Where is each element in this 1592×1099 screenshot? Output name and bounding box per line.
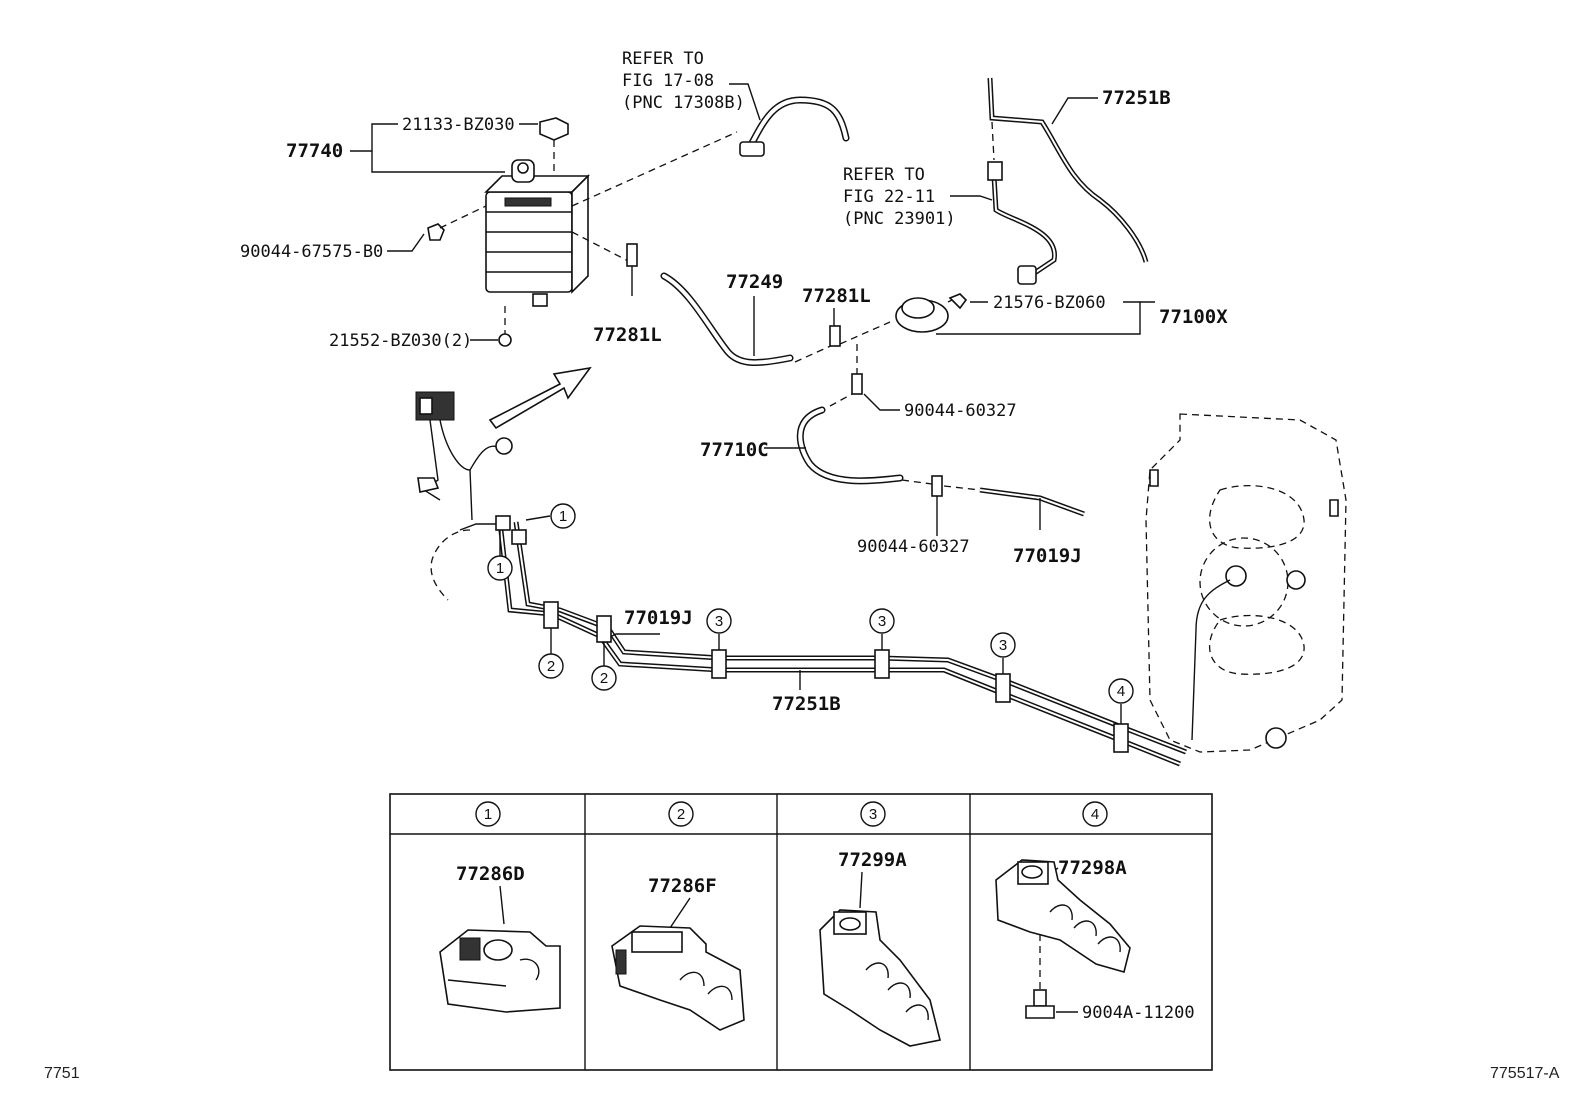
canister-cap[interactable] [539,117,569,176]
hose-77249[interactable] [660,272,794,367]
callout-1-lower: 1 [487,555,513,581]
svg-text:4: 4 [1091,806,1099,823]
label-77019j-main: 77019J [624,607,693,629]
hose-77710c[interactable] [796,406,904,485]
svg-text:3: 3 [878,613,886,630]
label-21576-bz060: 21576-BZ060 [993,293,1106,313]
clamp-type3-c[interactable] [995,673,1011,703]
label-21552-bz030: 21552-BZ030(2) [329,331,472,351]
callout-3-c: 3 [990,632,1016,658]
callout-3-b: 3 [869,608,895,634]
svg-text:1: 1 [496,560,504,577]
svg-text:3: 3 [869,806,877,823]
clip-90044-67575[interactable] [427,205,487,241]
label-77249: 77249 [726,271,783,293]
clamp-legend-table: 1 2 3 4 77286D 77286F 77299A [389,793,1213,1071]
ref-fig-17-08-line3: (PNC 17308B) [622,93,745,113]
table-part-77286f: 77286F [648,875,717,897]
pipe-77251b-top[interactable] [987,77,1149,263]
clamp-77281l-right[interactable] [829,308,841,347]
fuel-filler-assembly[interactable] [415,391,513,601]
svg-text:1: 1 [559,508,567,525]
clip-77299a[interactable] [819,909,941,1047]
ref-fig-22-11-line3: (PNC 23901) [843,209,956,229]
table-header-2: 2 [668,801,694,827]
callout-1-upper: 1 [550,503,576,529]
table-header-3: 3 [860,801,886,827]
clamp-type2-b[interactable] [596,615,612,643]
pipe-77019j-main[interactable] [513,521,1187,755]
clip-77298a[interactable] [995,859,1131,990]
table-part-77286d: 77286D [456,863,525,885]
clamp-90044-60327-lower[interactable] [931,475,943,536]
callout-2-right: 2 [591,665,617,691]
label-77019j-upper: 77019J [1013,545,1082,567]
callout-3-a: 3 [706,608,732,634]
clamp-77281l-left[interactable] [626,243,638,296]
table-part-77299a: 77299A [838,849,907,871]
label-77281l-right: 77281L [802,285,871,307]
svg-text:4: 4 [1117,683,1125,700]
fuel-tank[interactable] [1145,413,1347,753]
label-90044-60327-upper: 90044-60327 [904,401,1017,421]
charcoal-canister[interactable] [484,159,590,307]
clamp-type1-a[interactable] [495,515,511,531]
ref-fig-22-11-line1: REFER TO [843,165,925,185]
label-77740: 77740 [286,140,343,162]
clip-77286f[interactable] [611,925,745,1031]
pipe-fig-22-11[interactable] [987,161,1057,285]
clamp-type4[interactable] [1113,723,1129,753]
table-header-4: 4 [1082,801,1108,827]
clamp-type3-b[interactable] [874,649,890,679]
svg-text:3: 3 [715,613,723,630]
svg-text:3: 3 [999,637,1007,654]
label-77281l-left: 77281L [593,324,662,346]
label-90044-60327-lower: 90044-60327 [857,537,970,557]
valve-77100x[interactable] [895,293,968,333]
svg-text:1: 1 [484,806,492,823]
clamp-type1-b[interactable] [511,529,527,545]
pipe-77019j-upper[interactable] [979,487,1085,517]
label-90044-67575-b0: 90044-67575-B0 [240,242,383,262]
footer-figure-code: 7751 [44,1065,80,1082]
svg-text:2: 2 [600,670,608,687]
ref-fig-22-11-line2: FIG 22-11 [843,187,935,207]
label-77710c: 77710C [700,439,769,461]
table-part-77298a: 77298A [1058,857,1127,879]
label-9004a-11200: 9004A-11200 [1082,1003,1195,1023]
ref-fig-17-08-line2: FIG 17-08 [622,71,714,91]
forward-arrow-icon [488,366,592,430]
nut-21552[interactable] [498,306,512,347]
clamp-90044-60327-upper[interactable] [851,344,863,395]
clamp-type3-a[interactable] [711,649,727,679]
svg-text:2: 2 [547,658,555,675]
label-77251b-top: 77251B [1102,87,1171,109]
callout-2-left: 2 [538,653,564,679]
callout-4: 4 [1108,678,1134,704]
clip-77286d[interactable] [439,929,561,1013]
table-header-1: 1 [475,801,501,827]
clamp-type2-a[interactable] [543,601,559,629]
ref-fig-17-08-line1: REFER TO [622,49,704,69]
label-21133-bz030: 21133-BZ030 [402,115,515,135]
label-77100x: 77100X [1159,306,1228,328]
bolt-9004a-11200[interactable] [1025,989,1055,1019]
hose-fig-17-08[interactable] [739,96,850,157]
footer-illustration-id: 775517-A [1490,1065,1560,1082]
label-77251b-main: 77251B [772,693,841,715]
svg-text:2: 2 [677,806,685,823]
